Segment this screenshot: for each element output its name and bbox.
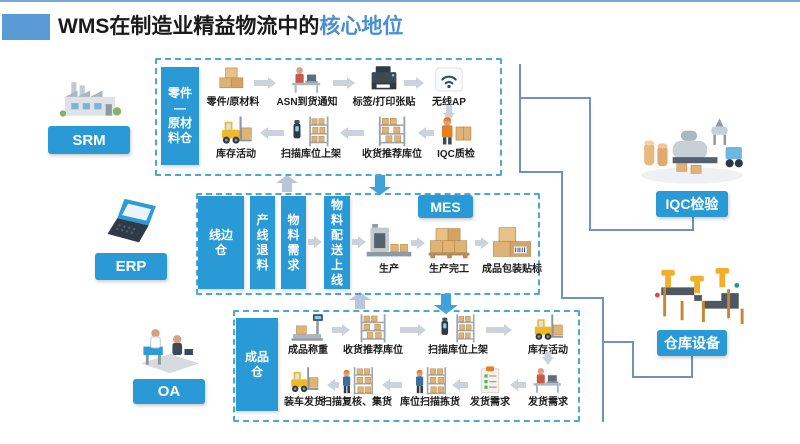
flow-step: 生产	[354, 222, 424, 276]
arrow-right-icon	[411, 237, 425, 249]
line-side-store: 线边 仓	[198, 196, 244, 289]
arrow-right-icon	[400, 324, 426, 336]
raw-material-store-label: 零件 — 原材 料仓	[161, 67, 199, 165]
arrow-left-icon	[452, 379, 468, 391]
flow-step: 标签/打印张贴	[346, 63, 422, 109]
factory-icon	[50, 76, 130, 126]
arrow-left-icon	[510, 379, 526, 391]
arrow-down-icon	[443, 105, 455, 121]
warehouse-equipment-label: 仓库设备	[657, 330, 727, 356]
arrow-left-icon	[340, 127, 364, 139]
arrow-left-icon	[260, 127, 284, 139]
srm-label: SRM	[48, 126, 130, 154]
page-title-text: WMS在制造业精益物流中的	[58, 15, 320, 38]
flow-step: 收货推荐库位	[352, 113, 432, 161]
arrow-left-icon	[382, 379, 402, 391]
raw-material-section	[155, 58, 502, 176]
flow-step: 无线AP	[412, 63, 486, 109]
flow-step: IQC质检	[420, 113, 492, 161]
arrow-left-icon	[327, 379, 339, 391]
flow-step: 库位扫描拣货	[390, 364, 470, 409]
barcode-box-icon	[472, 222, 552, 263]
flow-step: 库存活动	[201, 113, 271, 161]
warehouse-equipment-icon	[650, 266, 750, 328]
flow-step: 库存活动	[513, 311, 583, 357]
oa-label: OA	[133, 379, 205, 404]
arrow-right-icon	[486, 324, 512, 336]
finished-goods-store-label: 成品 仓	[236, 318, 278, 411]
flow-step: 发货需求	[455, 364, 525, 409]
arrow-right-icon	[404, 77, 424, 89]
arrow-right-icon	[332, 324, 350, 336]
flow-step: ASN到货通知	[270, 63, 344, 109]
forklift-icon	[268, 364, 340, 396]
erp-label: ERP	[95, 253, 167, 280]
flow-step: 扫描库位上架	[272, 113, 350, 161]
arrow-right-icon	[333, 77, 355, 89]
scanner-shelf-icon	[272, 113, 350, 148]
line-return-store: 产 线 退 料	[250, 196, 275, 289]
iqc-machinery-icon	[636, 112, 748, 186]
flow-step: 零件/原材料	[197, 63, 269, 109]
iqc-inspection-label: IQC检验	[656, 191, 728, 217]
arrow-right-icon	[475, 237, 489, 249]
arrow-down-icon	[542, 352, 554, 365]
office-people-icon	[130, 320, 210, 378]
laptop-icon	[100, 194, 178, 252]
arrow-left-icon	[418, 127, 434, 139]
top-accent-line	[0, 0, 800, 2]
finished-goods-section	[233, 310, 580, 422]
production-section	[196, 193, 540, 295]
flow-step: 收货推荐库位	[333, 311, 413, 357]
picker-shelf-icon	[390, 364, 470, 396]
arrow-right-icon	[308, 236, 322, 248]
flow-step: 扫描库位上架	[418, 311, 498, 357]
flow-step: 生产完工	[414, 222, 484, 276]
flow-step: 成品包装贴标	[472, 222, 552, 276]
page-title: WMS在制造业精益物流中的核心地位	[58, 10, 403, 40]
material-delivery-store: 物 料 配 送 上 线	[324, 196, 350, 289]
flow-step: 成品称重	[273, 311, 343, 357]
wifi-ap-icon	[412, 63, 486, 96]
flow-step: 装车发货	[268, 364, 340, 409]
worker-box-icon	[420, 113, 492, 148]
material-demand-store: 物 料 需 求	[281, 196, 306, 289]
arrow-right-icon	[352, 236, 366, 248]
page-title-highlight: 核心地位	[319, 15, 404, 38]
flow-step: 扫描复核、集货	[315, 364, 399, 409]
mes-label: MES	[418, 195, 473, 218]
forklift-icon	[513, 311, 583, 344]
flow-step: 发货需求	[513, 364, 583, 409]
title-accent-block	[2, 14, 50, 40]
arrow-right-icon	[254, 77, 276, 89]
